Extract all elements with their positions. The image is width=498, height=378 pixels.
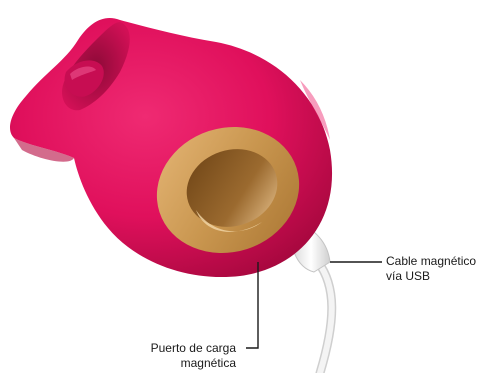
cable-callout-line2: vía USB [386, 269, 431, 283]
cable-callout-line1: Cable magnético [386, 254, 477, 268]
cable-callout-label: Cable magnético vía USB [386, 254, 476, 284]
port-callout-label: Puerto de carga magnética [151, 341, 236, 371]
usb-cable [291, 231, 337, 378]
port-leader-line [246, 262, 259, 349]
magnetic-charging-port [156, 126, 300, 254]
port-callout-line2: magnética [180, 356, 236, 370]
leader-lines [246, 261, 382, 349]
port-callout-line1: Puerto de carga [150, 341, 236, 355]
